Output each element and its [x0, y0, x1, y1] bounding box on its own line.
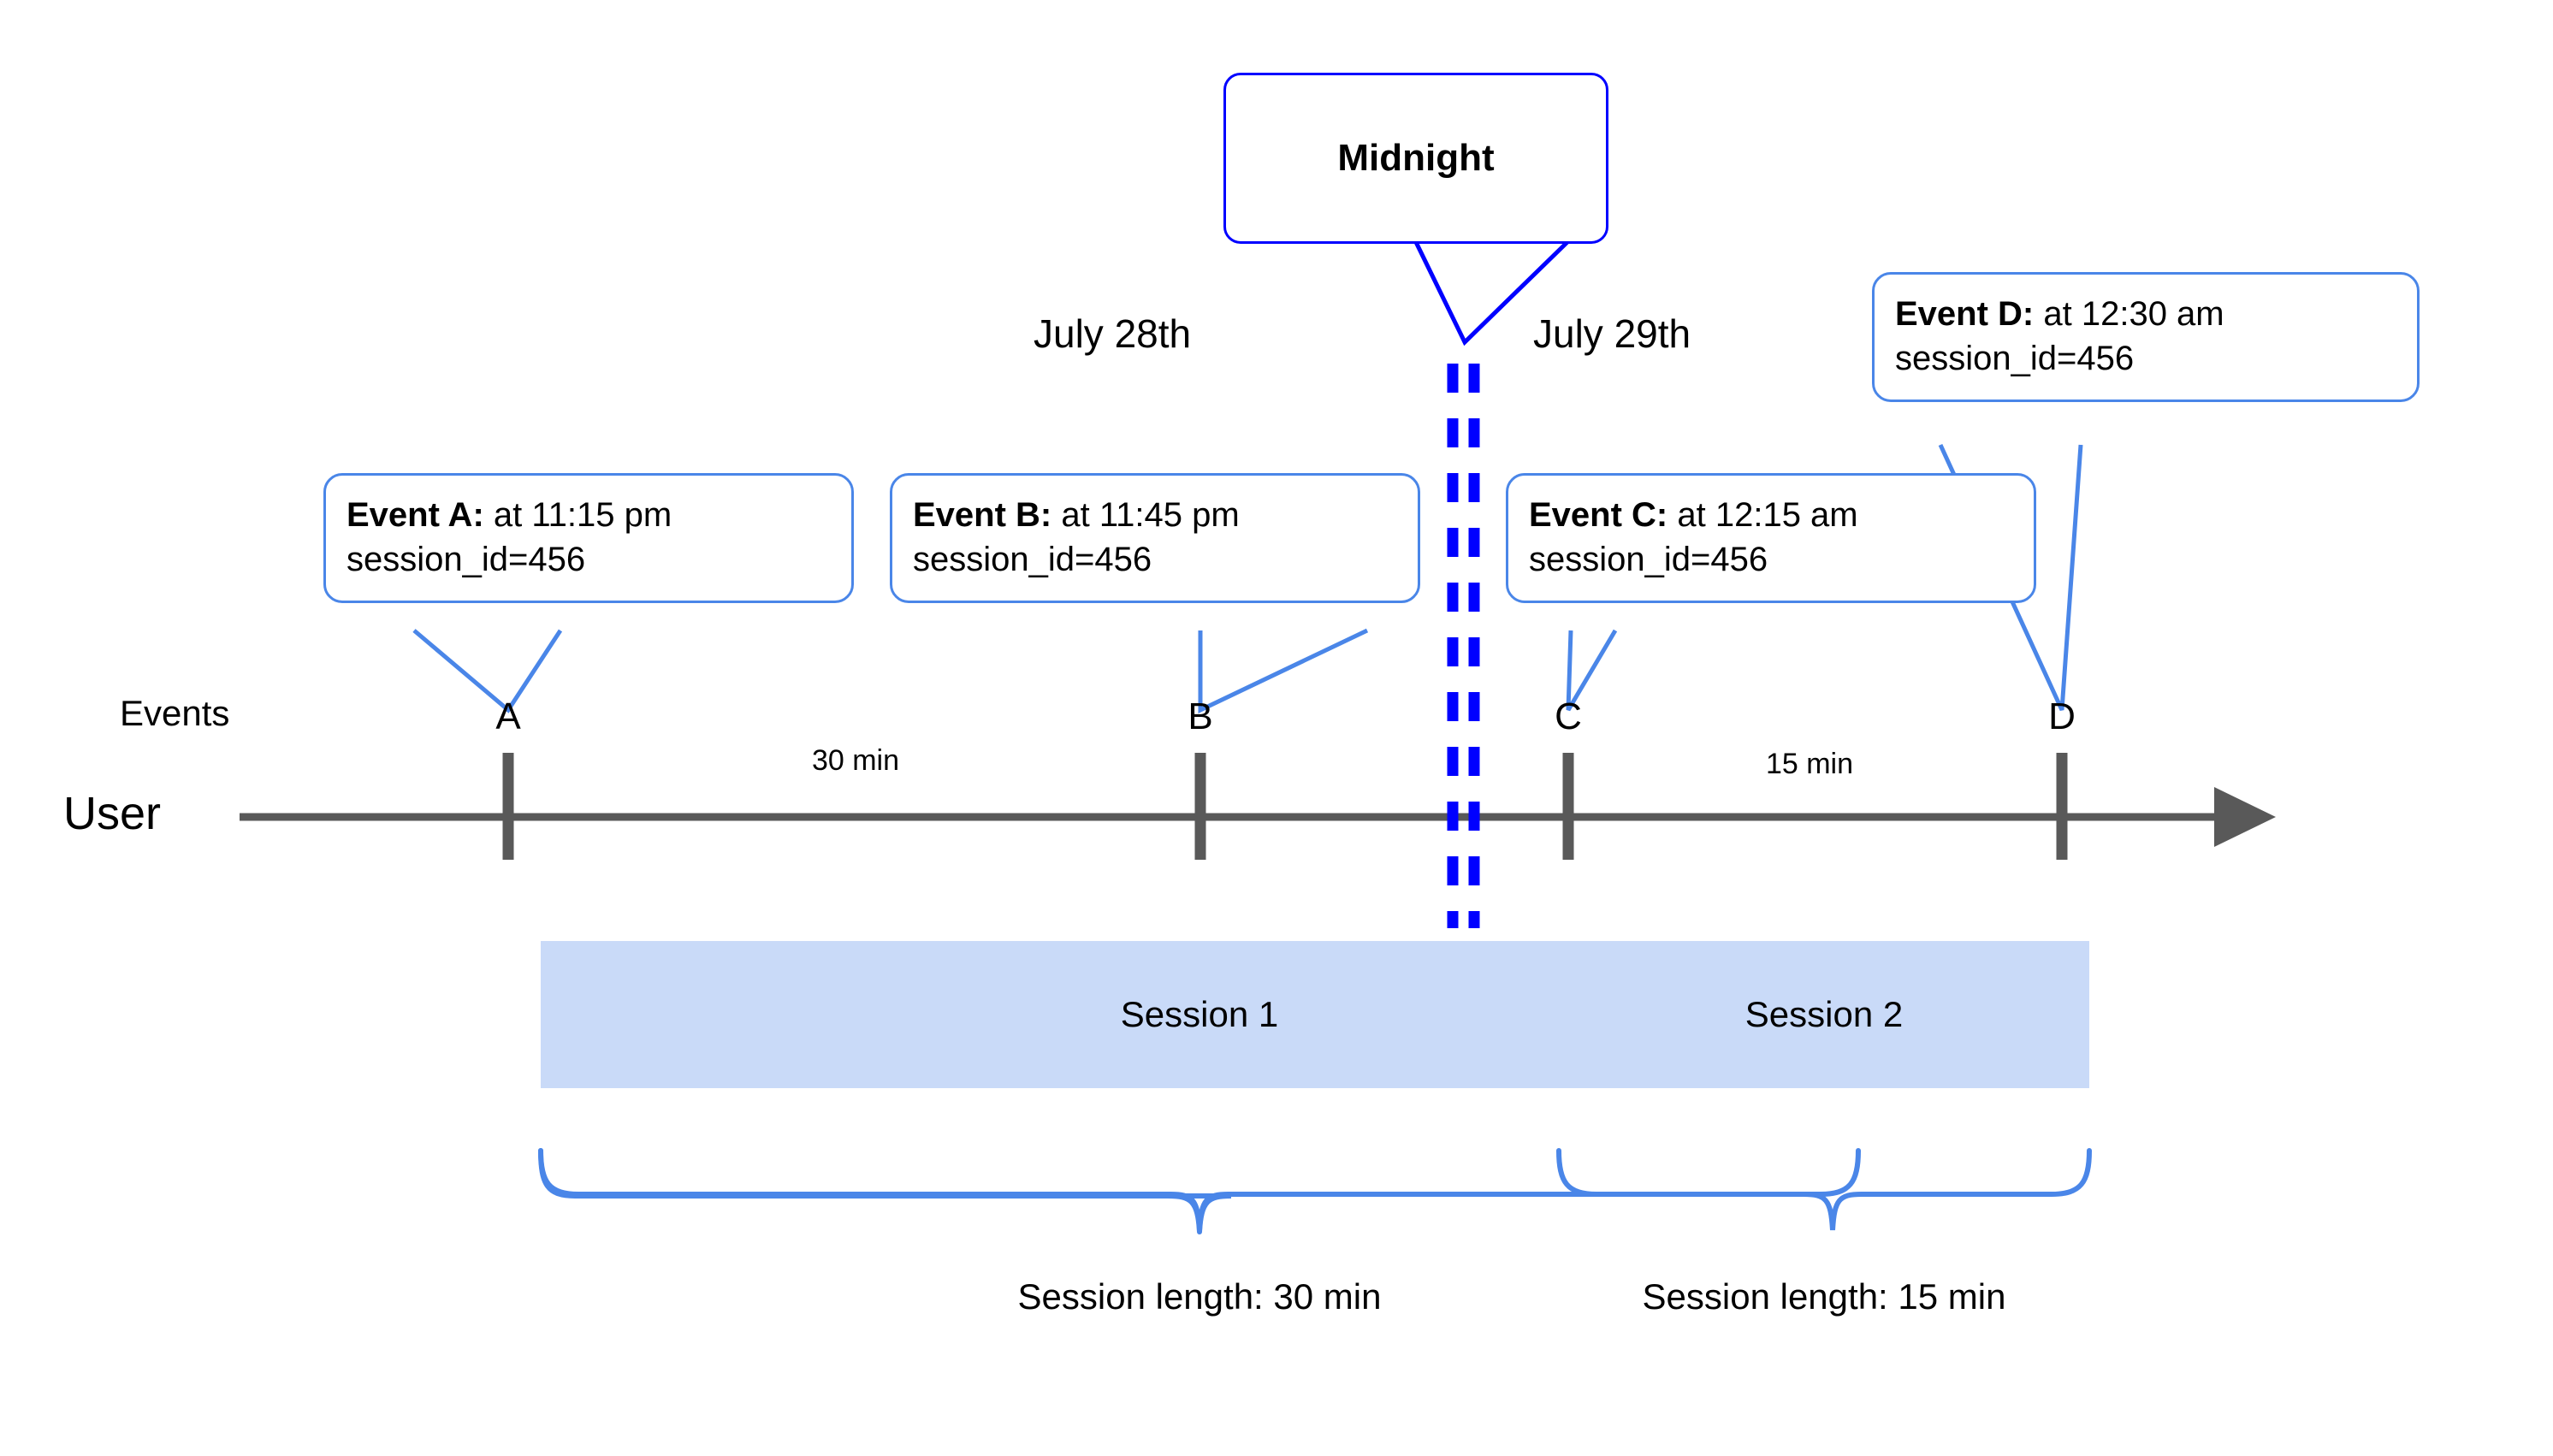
date-label-july-28: July 28th: [1034, 311, 1192, 356]
session-1-brace-right: [1199, 1196, 1858, 1232]
event-c-callout[interactable]: Event C: at 12:15 am session_id=456: [1506, 473, 2036, 603]
event-b-title: Event B:: [913, 496, 1052, 534]
event-b-callout[interactable]: Event B: at 11:45 pm session_id=456: [890, 473, 1420, 603]
gap-label-15-min: 15 min: [1765, 748, 1854, 780]
event-d-title: Event D:: [1895, 295, 2035, 333]
session-2-brace: [1556, 1148, 2092, 1231]
event-d-session-id: session_id=456: [1895, 340, 2135, 377]
event-c-session-id: session_id=456: [1529, 541, 1768, 578]
date-label-july-29: July 29th: [1533, 311, 1691, 356]
session-1-brace: [538, 1148, 1232, 1234]
event-a-callout[interactable]: Event A: at 11:15 pm session_id=456: [323, 473, 854, 603]
event-c-title: Event C:: [1529, 496, 1668, 534]
timeline-arrowhead: [2214, 787, 2276, 847]
user-row-label: User: [63, 788, 162, 839]
event-d-callout[interactable]: Event D: at 12:30 am session_id=456: [1872, 272, 2420, 402]
session-2-length-caption: Session length: 15 min: [1642, 1276, 2006, 1317]
event-d-time: at 12:30 am: [2034, 295, 2224, 333]
event-c-time: at 12:15 am: [1667, 496, 1858, 534]
session-1-length-caption: Session length: 30 min: [1017, 1276, 1382, 1317]
event-b-session-id: session_id=456: [913, 541, 1152, 578]
event-b-time: at 11:45 pm: [1051, 496, 1240, 534]
tick-label-d: D: [2048, 695, 2076, 737]
midnight-label: Midnight: [1337, 137, 1495, 180]
session-2-label: Session 2: [1744, 994, 1904, 1034]
session-1-label: Session 1: [1120, 994, 1279, 1034]
midnight-callout[interactable]: Midnight: [1223, 73, 1608, 244]
events-row-label: Events: [120, 693, 230, 733]
session-1-brace-outline: [538, 1148, 1861, 1231]
event-a-session-id: session_id=456: [347, 541, 586, 578]
gap-label-30-min: 30 min: [811, 744, 900, 777]
tick-label-a: A: [495, 695, 521, 737]
session-2-box[interactable]: Session 2: [1559, 941, 2089, 1088]
tick-label-b: B: [1188, 695, 1213, 737]
event-a-time: at 11:15 pm: [483, 496, 672, 534]
tick-label-c: C: [1555, 695, 1582, 737]
event-a-title: Event A:: [347, 496, 484, 534]
